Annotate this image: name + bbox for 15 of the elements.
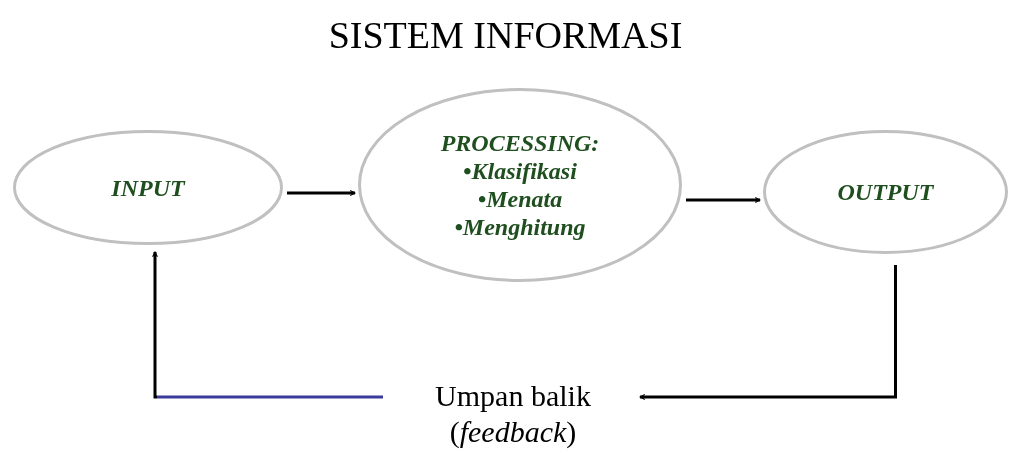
- arrow: [152, 251, 383, 399]
- process-ellipse: [13, 130, 283, 245]
- list-item: •Klasifikasi: [463, 157, 577, 185]
- arrow: [639, 265, 897, 400]
- arrow: [686, 197, 761, 203]
- process-ellipse: [763, 130, 1008, 254]
- arrow: [287, 190, 356, 196]
- node-label: PROCESSING:: [440, 129, 600, 157]
- list-item: •Menata: [477, 185, 563, 213]
- feedback-label: Umpan balik (feedback): [434, 378, 592, 450]
- node-label: INPUT: [111, 173, 185, 202]
- list-item: •Menghitung: [454, 213, 586, 241]
- diagram-title: SISTEM INFORMASI: [328, 13, 683, 58]
- node-label: OUTPUT: [837, 178, 934, 206]
- process-ellipse: [358, 88, 682, 282]
